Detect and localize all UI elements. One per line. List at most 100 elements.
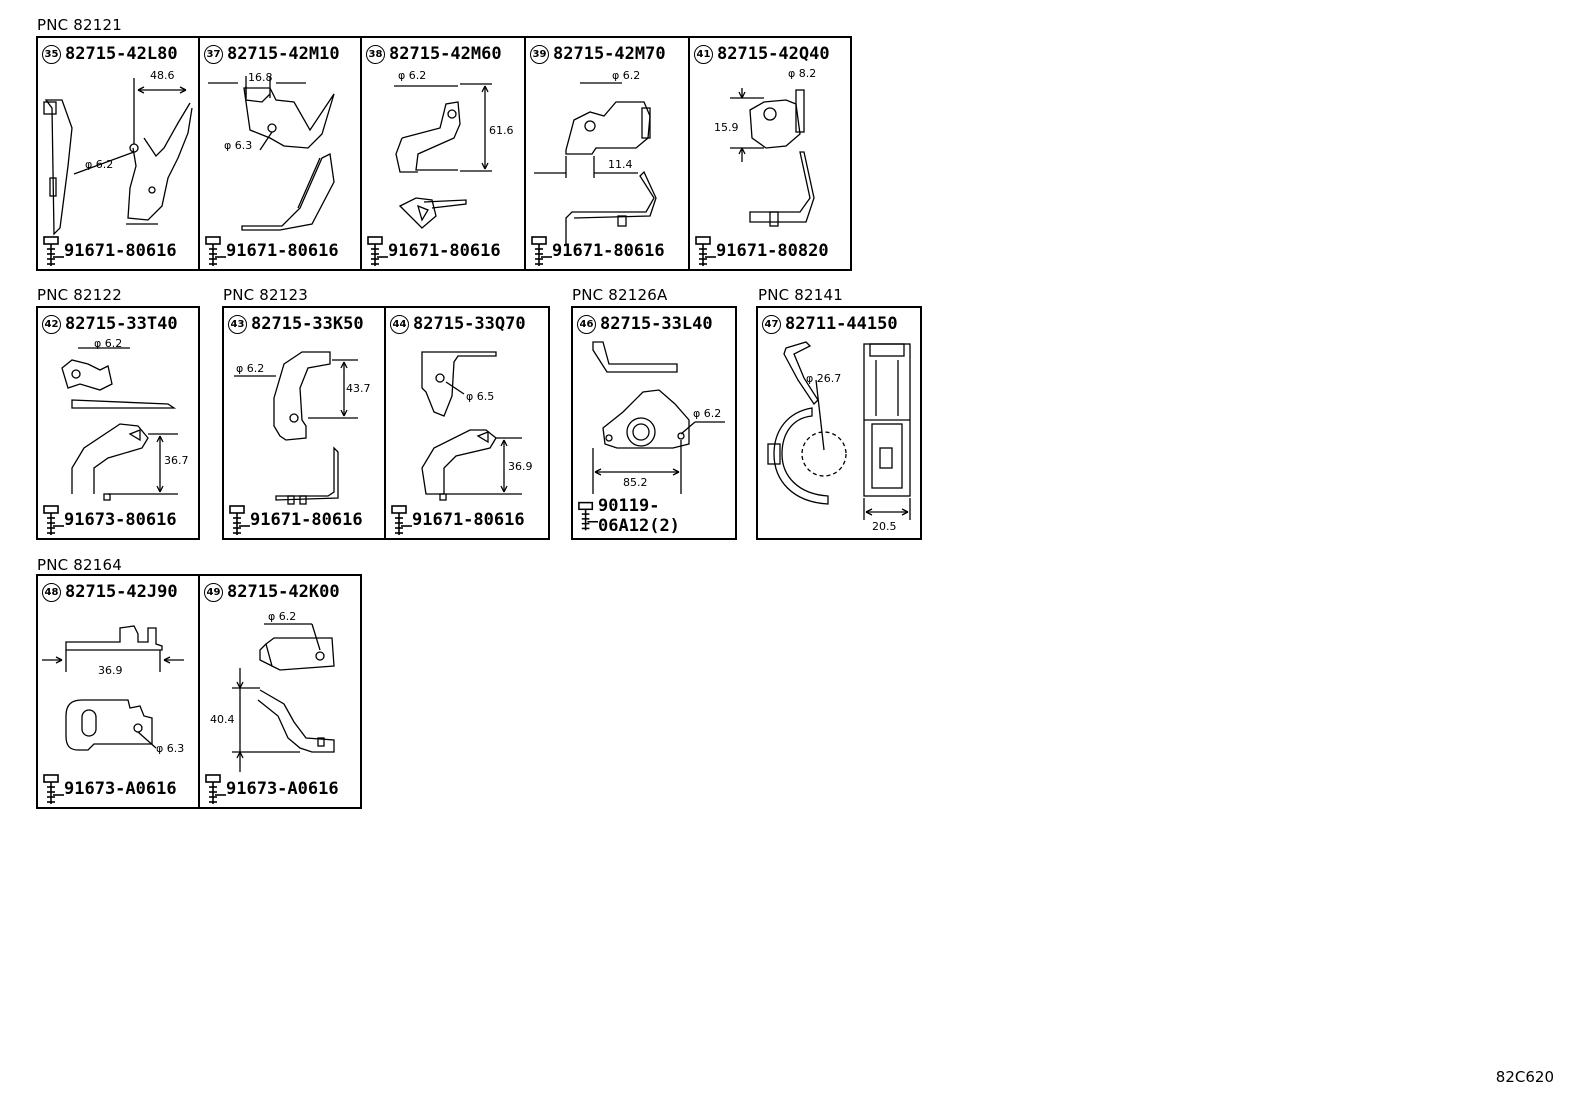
part-cell-38[interactable]: 38 82715-42M60 φ 6.2 61.6 91671-80616 — [360, 36, 526, 271]
bolt-icon — [205, 236, 226, 266]
bolt-number: 91671-80820 — [716, 241, 829, 261]
bolt-number: 91673-A0616 — [64, 779, 177, 799]
part-cell-35[interactable]: 35 82715-42L80 48.6 φ 6.2 91671-80616 — [36, 36, 200, 271]
bolt-icon — [43, 236, 64, 266]
part-header: 49 82715-42K00 — [204, 582, 340, 602]
part-cell-39[interactable]: 39 82715-42M70 φ 6.2 11.4 91671-80616 — [524, 36, 690, 271]
pnc-label-82141: PNC 82141 — [758, 286, 844, 304]
dim-label: 36.7 — [164, 454, 189, 467]
ref-badge: 41 — [694, 44, 713, 64]
bolt-icon — [229, 505, 250, 535]
part-header: 38 82715-42M60 — [366, 44, 502, 64]
bolt-callout: 91671-80616 — [204, 235, 339, 267]
pnc-label-82121: PNC 82121 — [37, 16, 123, 34]
part-header: 44 82715-33Q70 — [390, 314, 526, 334]
part-header: 37 82715-42M10 — [204, 44, 340, 64]
part-cell-43[interactable]: 43 82715-33K50 φ 6.2 43.7 91671-80616 — [222, 306, 386, 540]
bolt-callout: 91673-80616 — [42, 504, 177, 536]
bracket-drawing — [232, 623, 335, 772]
part-header: 42 82715-33T40 — [42, 314, 178, 334]
dim-label: 11.4 — [608, 158, 633, 171]
dim-label: 40.4 — [210, 713, 235, 726]
dim-label: φ 8.2 — [788, 67, 817, 80]
part-number: 82715-33K50 — [251, 314, 364, 334]
bolt-callout: 91671-80616 — [42, 235, 177, 267]
bolt-icon — [531, 236, 552, 266]
dim-label: 43.7 — [346, 382, 371, 395]
bolt-callout: 90119-06A12(2) — [577, 496, 735, 536]
bolt-icon — [43, 505, 64, 535]
part-header: 35 82715-42L80 — [42, 44, 178, 64]
ref-badge: 47 — [762, 314, 781, 334]
ref-badge: 37 — [204, 44, 223, 64]
dim-label: 61.6 — [489, 124, 514, 137]
part-cell-48[interactable]: 48 82715-42J90 36.9 φ 6.3 91673-A0616 — [36, 574, 200, 809]
part-header: 47 82711-44150 — [762, 314, 898, 334]
bolt-callout: 91673-A0616 — [204, 773, 339, 805]
bolt-number: 91671-80616 — [552, 241, 665, 261]
part-cell-42[interactable]: 42 82715-33T40 φ 6.2 36.7 91673-80616 — [36, 306, 200, 540]
ref-badge: 44 — [390, 314, 409, 334]
bracket-drawing — [234, 351, 358, 505]
bolt-callout: 91671-80820 — [694, 235, 829, 267]
pnc-label-82122: PNC 82122 — [37, 286, 123, 304]
part-number: 82715-33Q70 — [413, 314, 526, 334]
dim-label: 20.5 — [872, 520, 897, 533]
bracket-drawing — [394, 83, 492, 229]
part-number: 82715-33T40 — [65, 314, 178, 334]
bolt-callout: 91671-80616 — [390, 504, 525, 536]
bolt-icon — [578, 501, 599, 531]
clamp-drawing — [767, 341, 911, 520]
bolt-callout: 91673-A0616 — [42, 773, 177, 805]
dim-label: φ 6.2 — [94, 337, 123, 350]
figure-code: 82C620 — [1495, 1068, 1554, 1086]
bracket-drawing — [592, 341, 725, 494]
dim-label: 85.2 — [623, 476, 648, 489]
ref-badge: 48 — [42, 582, 61, 602]
bolt-callout: 91671-80616 — [366, 235, 501, 267]
part-number: 82715-42L80 — [65, 44, 178, 64]
bolt-number: 91671-80616 — [226, 241, 339, 261]
part-cell-37[interactable]: 37 82715-42M10 16.8 φ 6.3 91671-80616 — [198, 36, 362, 271]
dim-label: φ 26.7 — [806, 372, 842, 385]
bolt-number: 90119-06A12(2) — [598, 496, 680, 536]
part-number: 82715-33L40 — [600, 314, 713, 334]
dim-label: 36.9 — [98, 664, 123, 677]
part-cell-49[interactable]: 49 82715-42K00 φ 6.2 40.4 91673-A0616 — [198, 574, 362, 809]
dim-label: 16.8 — [248, 71, 273, 84]
bolt-icon — [43, 774, 64, 804]
dim-label: 15.9 — [714, 121, 739, 134]
dim-label: φ 6.3 — [156, 742, 185, 755]
pnc-label-82123: PNC 82123 — [223, 286, 309, 304]
part-cell-41[interactable]: 41 82715-42Q40 φ 8.2 15.9 91671-80820 — [688, 36, 852, 271]
bolt-callout: 91671-80616 — [228, 504, 363, 536]
part-number: 82711-44150 — [785, 314, 898, 334]
part-number: 82715-42M60 — [389, 44, 502, 64]
part-cell-44[interactable]: 44 82715-33Q70 φ 6.5 36.9 91671-80616 — [384, 306, 550, 540]
part-cell-46[interactable]: 46 82715-33L40 φ 6.2 85.2 90119-06A12(2) — [571, 306, 737, 540]
ref-badge: 49 — [204, 582, 223, 602]
part-number: 82715-42Q40 — [717, 44, 830, 64]
ref-badge: 35 — [42, 44, 61, 64]
ref-badge: 43 — [228, 314, 247, 334]
part-number: 82715-42J90 — [65, 582, 178, 602]
bolt-icon — [695, 236, 716, 266]
ref-badge: 42 — [42, 314, 61, 334]
bolt-number: 91673-80616 — [64, 510, 177, 530]
bracket-drawing — [61, 347, 178, 501]
part-cell-47[interactable]: 47 82711-44150 φ 26.7 20.5 — [756, 306, 922, 540]
bracket-drawing — [42, 625, 184, 751]
dim-label: φ 6.2 — [398, 69, 427, 82]
part-number: 82715-42K00 — [227, 582, 340, 602]
bolt-number: 91671-80616 — [250, 510, 363, 530]
bolt-number: 91673-A0616 — [226, 779, 339, 799]
part-header: 48 82715-42J90 — [42, 582, 178, 602]
dim-label: φ 6.3 — [224, 139, 253, 152]
bracket-drawing — [421, 351, 522, 501]
ref-badge: 38 — [366, 44, 385, 64]
bolt-number: 91671-80616 — [412, 510, 525, 530]
part-number: 82715-42M10 — [227, 44, 340, 64]
bolt-icon — [205, 774, 226, 804]
ref-badge: 39 — [530, 44, 549, 64]
dim-label: φ 6.2 — [268, 610, 297, 623]
